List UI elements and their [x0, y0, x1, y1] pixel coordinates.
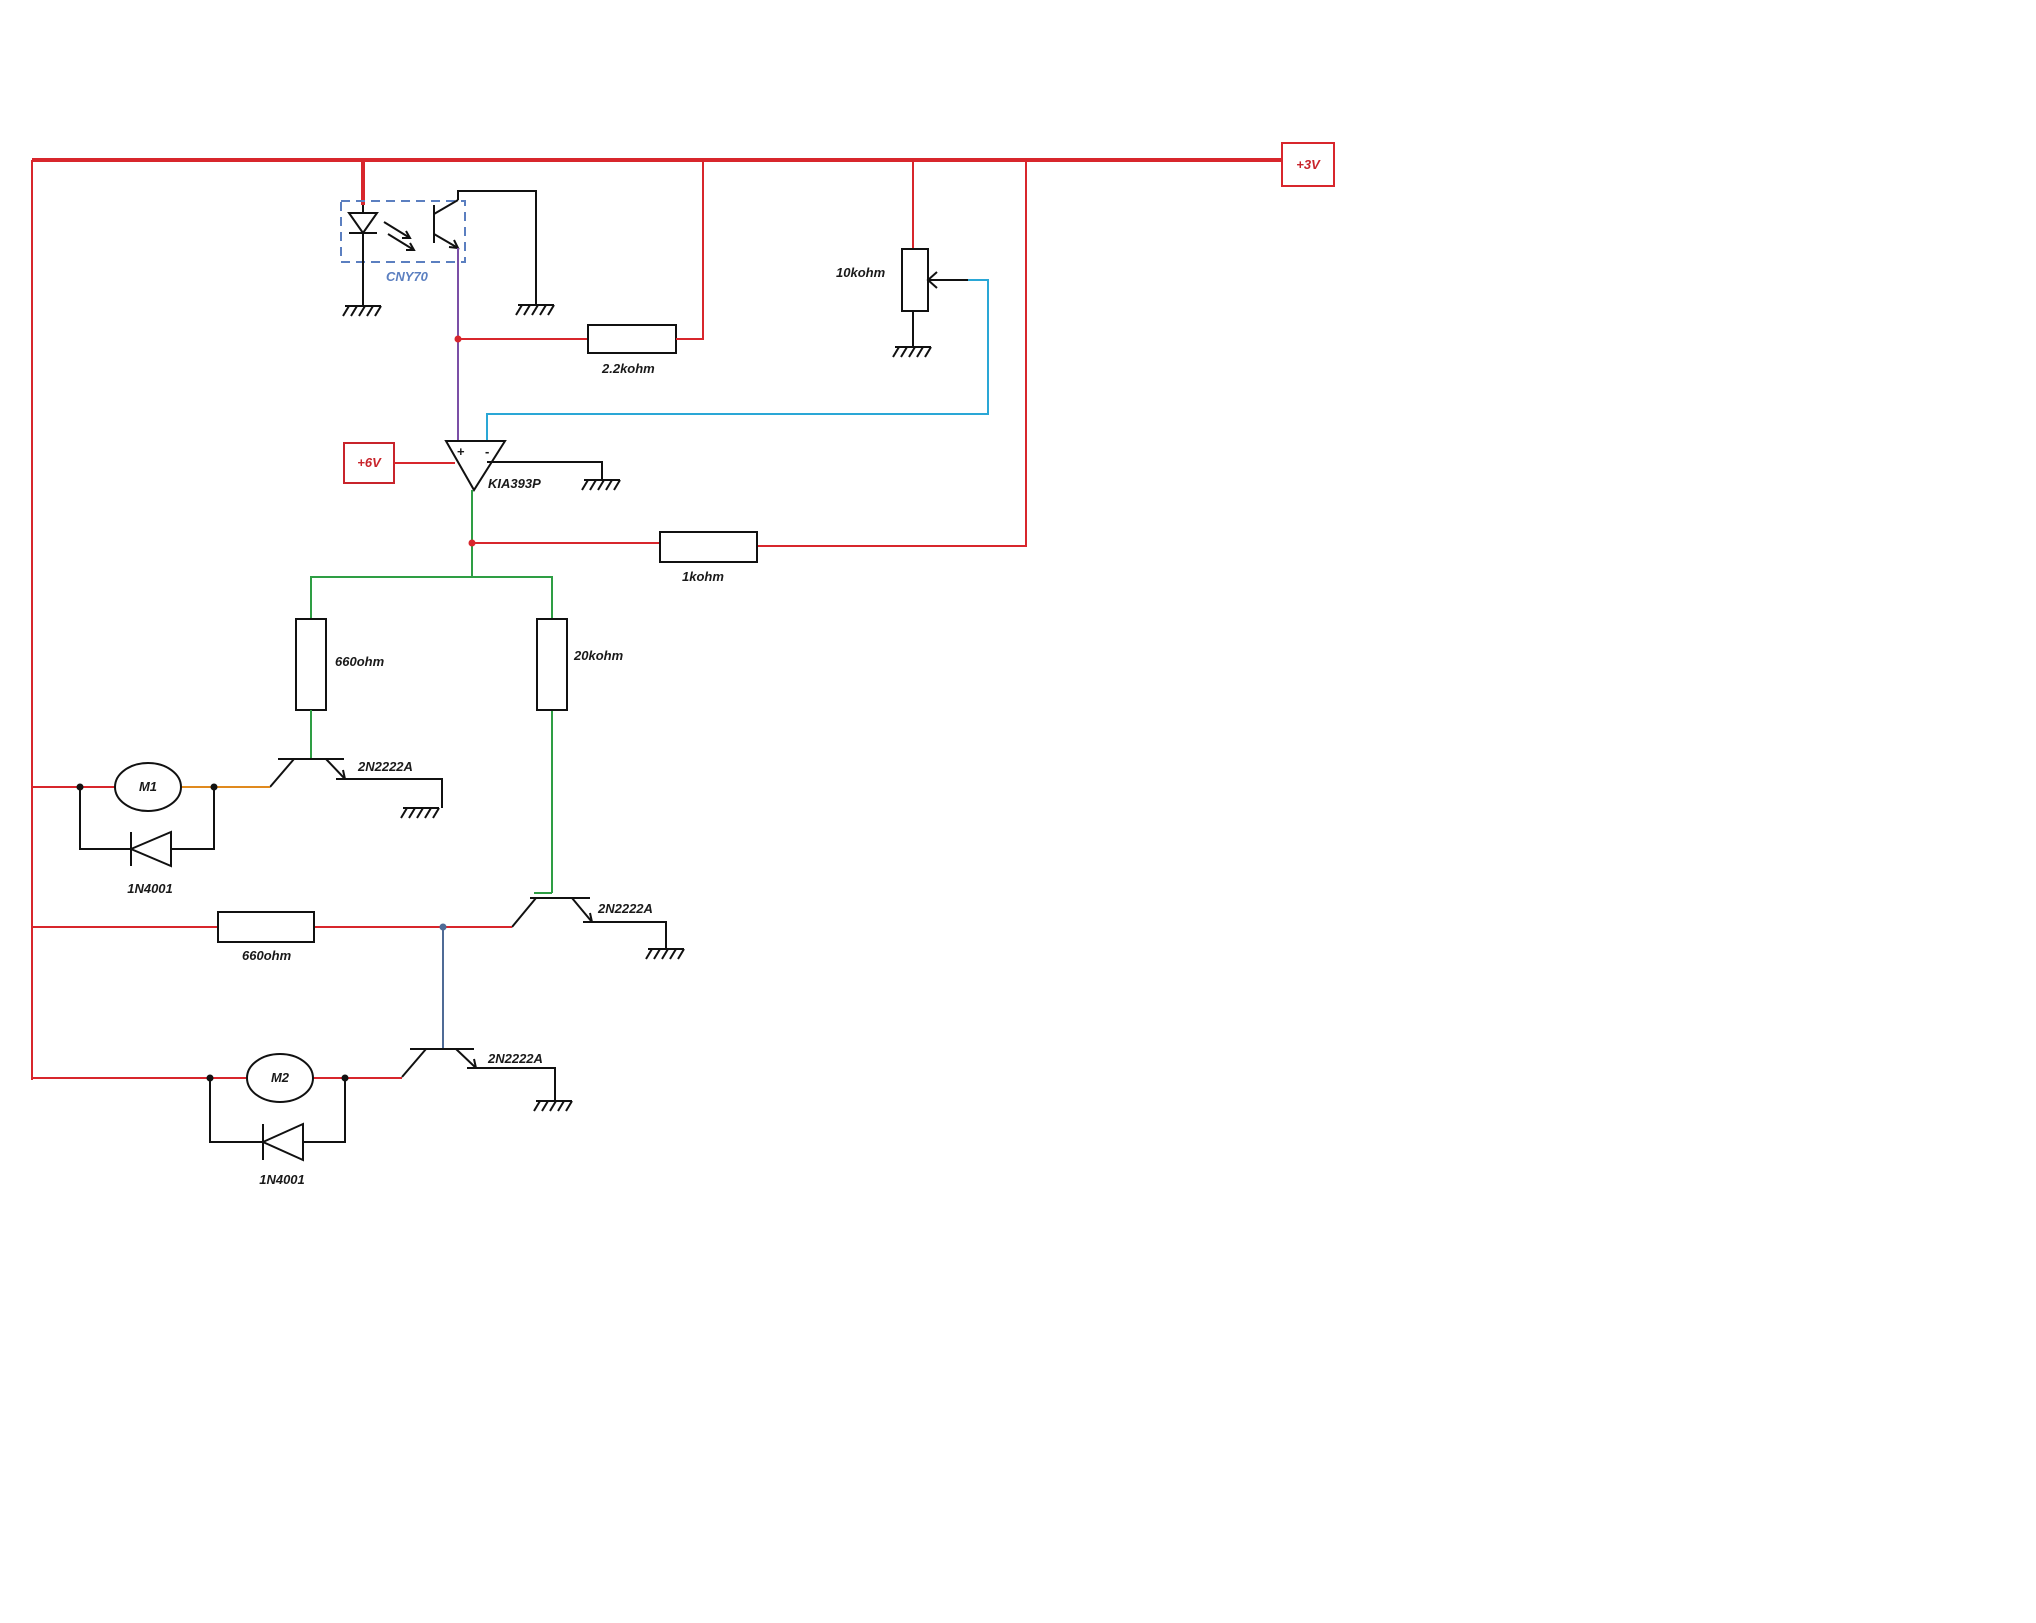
diode-d2-label: 1N4001: [259, 1172, 305, 1187]
junction-dot: [76, 783, 84, 791]
q1-label: 2N2222A: [357, 759, 413, 774]
light-arrows-icon: [383, 221, 416, 251]
phototransistor-symbol: [433, 190, 537, 305]
resistor-1k: 1kohm: [659, 531, 758, 584]
wiper-arrow-icon: [926, 271, 968, 289]
diode-d1: [79, 787, 215, 868]
diode-d2: [209, 1078, 346, 1162]
q2-label: 2N2222A: [597, 901, 653, 916]
comparator-ground-wire: [487, 461, 603, 480]
reference-wire: [486, 279, 989, 441]
junction-dot: [210, 783, 218, 791]
transistor-q2: [511, 897, 667, 949]
resistor-20k: 20kohm: [536, 618, 624, 711]
ground-icon: [645, 948, 685, 960]
ground-icon: [533, 1100, 573, 1112]
junction-dot: [206, 1074, 214, 1082]
resistor-20k-label: 20kohm: [573, 648, 624, 663]
supply-6v-box: +6V: [343, 442, 395, 484]
motor-m1-label: M1: [139, 779, 157, 794]
potentiometer-10k: 10kohm: [836, 248, 968, 347]
transistor-q3: [401, 1048, 556, 1101]
ground-icon: [515, 304, 555, 316]
junction-dot: [439, 923, 447, 931]
junction-dot: [454, 335, 462, 343]
ground-icon: [581, 479, 621, 491]
ground-icon: [342, 305, 382, 317]
resistor-660-collector: 660ohm: [217, 911, 315, 963]
junction-dot: [468, 539, 476, 547]
resistor-2k2: 2.2kohm: [587, 324, 677, 376]
motor-m2-label: M2: [271, 1070, 290, 1085]
comparator-plus-label: +: [457, 444, 465, 459]
resistor-2k2-label: 2.2kohm: [601, 361, 655, 376]
potentiometer-label: 10kohm: [836, 265, 886, 280]
comparator-label: KIA393P: [488, 476, 541, 491]
diode-d1-label: 1N4001: [127, 881, 173, 896]
comparator-kia393p: + - KIA393P: [444, 440, 541, 492]
resistor-660-base-label: 660ohm: [335, 654, 385, 669]
supply-3v-box: +3V: [1281, 142, 1335, 187]
motor-m2: M2: [246, 1053, 314, 1103]
transistor-q1: [269, 758, 443, 808]
cny70-label: CNY70: [386, 269, 429, 284]
ground-icon: [400, 807, 440, 819]
supply-6v-label: +6V: [357, 455, 382, 470]
resistor-660-collector-label: 660ohm: [242, 948, 292, 963]
led-symbol: [347, 205, 379, 306]
ground-icon: [892, 346, 932, 358]
comparator-minus-label: -: [485, 444, 489, 459]
resistor-660-base: 660ohm: [295, 618, 385, 711]
comparator-output-net: [310, 490, 553, 894]
motor-m1: M1: [114, 762, 182, 812]
q3-label: 2N2222A: [487, 1051, 543, 1066]
cny70-module: CNY70: [340, 190, 537, 306]
resistor-1k-label: 1kohm: [682, 569, 724, 584]
supply-3v-label: +3V: [1296, 157, 1321, 172]
junction-dot: [341, 1074, 349, 1082]
